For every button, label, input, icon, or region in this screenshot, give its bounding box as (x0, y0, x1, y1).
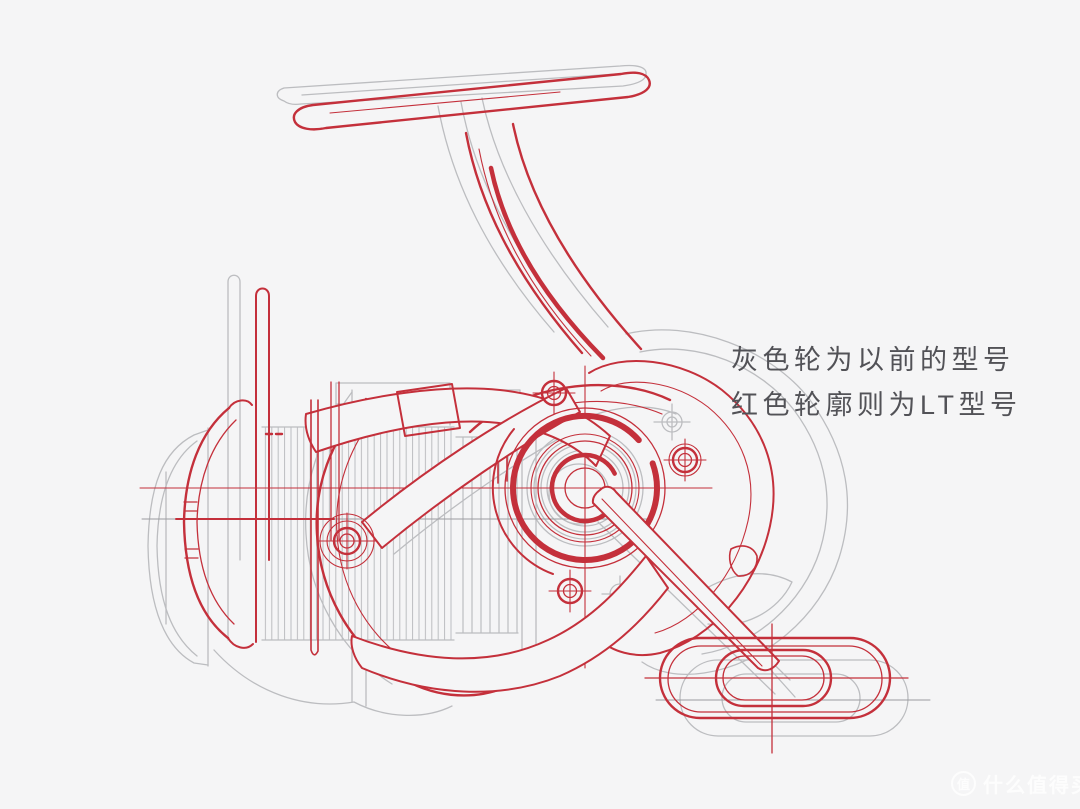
red-line-roller-pivot (316, 512, 378, 570)
smzdm-badge-icon: 值 (951, 771, 976, 796)
red-bail-wire (255, 287, 340, 656)
gray-reel-foot (276, 64, 647, 106)
gray-bail-wire (227, 274, 241, 641)
red-spool-rim (182, 399, 254, 649)
red-handle-knob (644, 623, 909, 754)
gray-stem (437, 97, 609, 333)
red-stem (464, 122, 643, 361)
smzdm-watermark: 值 什么值得买 (951, 769, 1080, 798)
gray-spool-front-flange (147, 427, 209, 667)
smzdm-watermark-text: 什么值得买 (983, 775, 1080, 797)
annotation-text: 灰色轮为以前的型号 红色轮廓则为LT型号 (731, 338, 1022, 428)
annotation-line-red: 红色轮廓则为LT型号 (731, 390, 1022, 420)
red-reel-foot (292, 71, 651, 131)
red-bail-arm (304, 383, 669, 693)
red-screw-bolts (532, 371, 707, 613)
annotation-line-gray: 灰色轮为以前的型号 (731, 345, 1015, 375)
red-lt-model-outline (139, 71, 909, 754)
